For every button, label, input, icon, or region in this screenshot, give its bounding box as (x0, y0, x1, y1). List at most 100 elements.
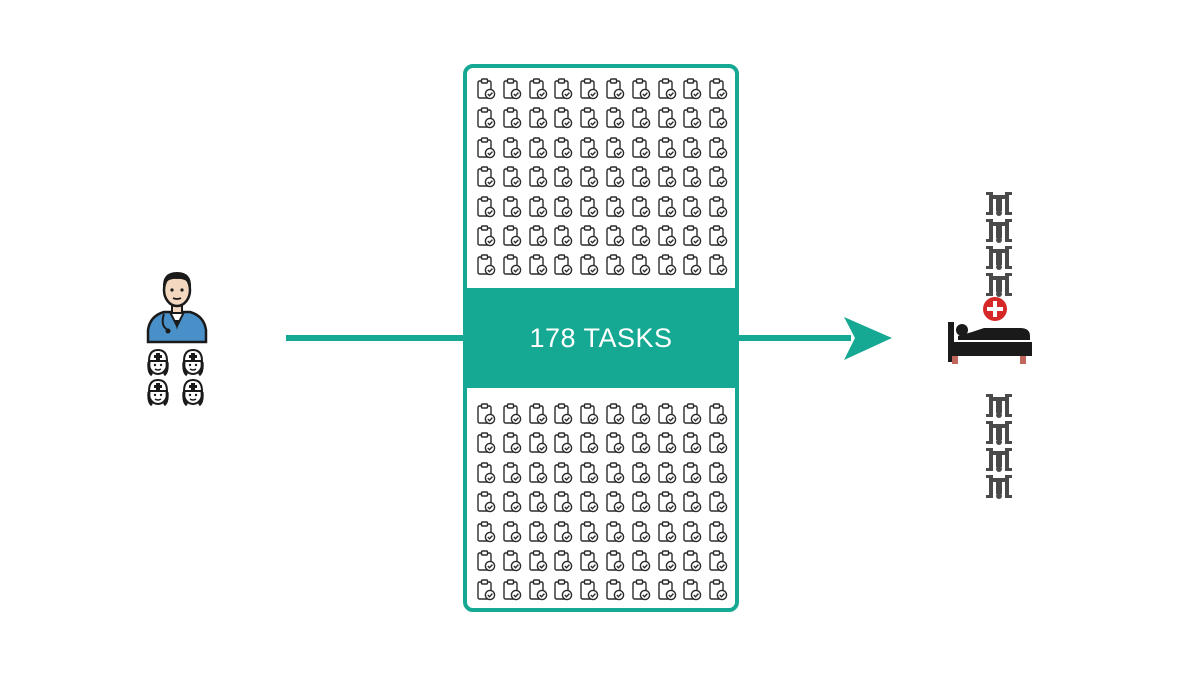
clipboard-check-icon (578, 106, 604, 135)
clipboard-check-icon (578, 253, 604, 282)
clipboard-check-icon (552, 224, 578, 253)
clipboard-check-icon (656, 224, 682, 253)
clipboard-check-icon (604, 253, 630, 282)
clipboard-check-icon (604, 402, 630, 431)
task-row (475, 77, 733, 106)
task-count-label: 178 TASKS (529, 322, 673, 353)
clipboard-check-icon (475, 106, 501, 135)
clipboard-check-icon (552, 431, 578, 460)
clipboard-check-icon (475, 195, 501, 224)
clipboard-check-icon (578, 402, 604, 431)
clipboard-check-icon (527, 549, 553, 578)
clipboard-check-icon (681, 77, 707, 106)
clipboard-check-icon (707, 195, 733, 224)
clipboard-check-icon (475, 77, 501, 106)
clipboard-check-icon (707, 549, 733, 578)
hospital-bed-icon (986, 419, 1012, 446)
clipboard-check-icon (707, 402, 733, 431)
clipboard-check-icon (707, 106, 733, 135)
clipboard-check-icon (630, 490, 656, 519)
clipboard-check-icon (681, 520, 707, 549)
clipboard-check-icon (578, 77, 604, 106)
clipboard-check-icon (630, 106, 656, 135)
clipboard-check-icon (475, 490, 501, 519)
clipboard-check-icon (604, 136, 630, 165)
clipboard-check-icon (578, 549, 604, 578)
clipboard-check-icon (501, 136, 527, 165)
clipboard-check-icon (656, 461, 682, 490)
task-row (475, 195, 733, 224)
clipboard-check-icon (604, 461, 630, 490)
task-grid-bottom (475, 402, 733, 608)
clipboard-check-icon (707, 165, 733, 194)
clipboard-check-icon (656, 520, 682, 549)
clipboard-check-icon (501, 549, 527, 578)
clipboard-check-icon (604, 195, 630, 224)
clipboard-check-icon (475, 549, 501, 578)
nurse-icon (182, 378, 204, 406)
hospital-bed-icon (986, 244, 1012, 271)
clipboard-check-icon (527, 106, 553, 135)
clipboard-check-icon (501, 578, 527, 607)
clipboard-check-icon (501, 106, 527, 135)
clipboard-check-icon (681, 578, 707, 607)
clipboard-check-icon (707, 136, 733, 165)
clipboard-check-icon (475, 520, 501, 549)
clipboard-check-icon (656, 136, 682, 165)
clipboard-check-icon (630, 195, 656, 224)
task-row (475, 461, 733, 490)
clipboard-check-icon (630, 461, 656, 490)
clipboard-check-icon (501, 195, 527, 224)
clipboard-check-icon (578, 490, 604, 519)
clipboard-check-icon (604, 520, 630, 549)
hospital-bed-icon (986, 392, 1012, 419)
bed-stack-bottom (986, 392, 1012, 500)
clipboard-check-icon (630, 520, 656, 549)
clipboard-check-icon (501, 253, 527, 282)
nurse-icon (147, 348, 169, 376)
clipboard-check-icon (604, 106, 630, 135)
clipboard-check-icon (475, 578, 501, 607)
hospital-bed-icon (986, 473, 1012, 500)
clipboard-check-icon (707, 490, 733, 519)
clipboard-check-icon (475, 253, 501, 282)
task-row (475, 402, 733, 431)
clipboard-check-icon (656, 253, 682, 282)
clipboard-check-icon (707, 253, 733, 282)
clipboard-check-icon (552, 136, 578, 165)
clipboard-check-icon (578, 165, 604, 194)
clipboard-check-icon (501, 431, 527, 460)
task-row (475, 136, 733, 165)
clipboard-check-icon (475, 165, 501, 194)
clipboard-check-icon (604, 165, 630, 194)
task-row (475, 431, 733, 460)
clipboard-check-icon (630, 165, 656, 194)
clipboard-check-icon (527, 520, 553, 549)
clipboard-check-icon (578, 431, 604, 460)
clipboard-check-icon (552, 549, 578, 578)
clipboard-check-icon (630, 578, 656, 607)
nurse-icon (147, 378, 169, 406)
clipboard-check-icon (527, 165, 553, 194)
patient-bed-icon (948, 297, 1032, 364)
clipboard-check-icon (681, 402, 707, 431)
clipboard-check-icon (707, 520, 733, 549)
task-row (475, 490, 733, 519)
clipboard-check-icon (527, 578, 553, 607)
clipboard-check-icon (604, 549, 630, 578)
clipboard-check-icon (501, 77, 527, 106)
hospital-bed-icon (986, 271, 1012, 298)
clipboard-check-icon (578, 136, 604, 165)
clipboard-check-icon (604, 77, 630, 106)
hospital-bed-icon (986, 446, 1012, 473)
task-row (475, 578, 733, 607)
clipboard-check-icon (656, 578, 682, 607)
clipboard-check-icon (501, 520, 527, 549)
clipboard-check-icon (604, 431, 630, 460)
clipboard-check-icon (501, 402, 527, 431)
clipboard-check-icon (630, 431, 656, 460)
bed-stack-top (986, 190, 1012, 298)
clipboard-check-icon (527, 224, 553, 253)
clipboard-check-icon (527, 195, 553, 224)
task-row (475, 549, 733, 578)
